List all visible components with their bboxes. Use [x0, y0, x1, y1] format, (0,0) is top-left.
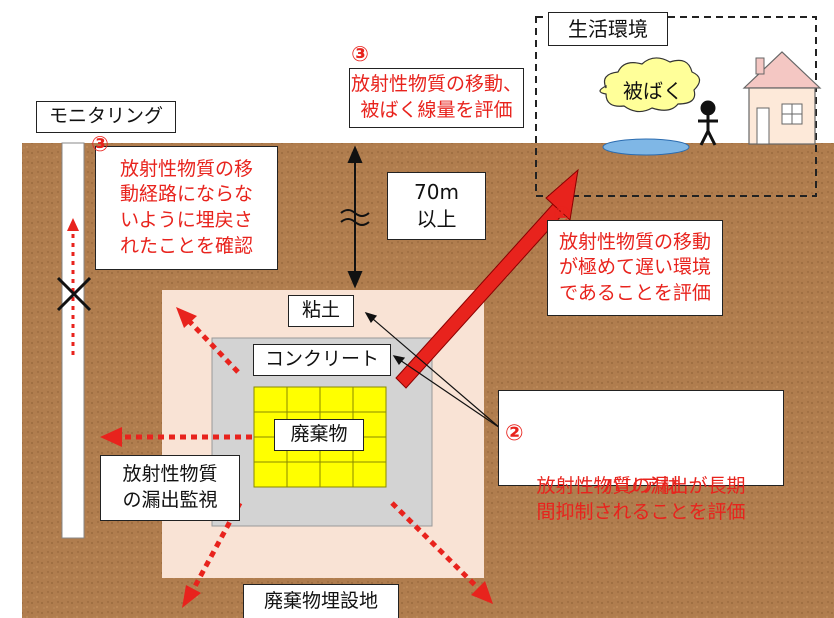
waste-cell [352, 461, 387, 488]
barrier-title: バリア材 [602, 474, 679, 497]
exposure-cloud [599, 57, 701, 113]
clay-label: 粘土 [288, 295, 354, 327]
waste-cell [319, 386, 354, 413]
leak-arrow-left [100, 427, 252, 447]
leak-monitoring-label: 放射性物質 の漏出監視 [100, 455, 240, 521]
leak-arrow-up-left [176, 307, 240, 374]
waste-cell [286, 386, 321, 413]
living-environment-label: 生活環境 [548, 12, 668, 46]
migration-arrow [395, 168, 579, 389]
barrier-pointer-lines [364, 312, 501, 429]
barrier-callout-box: ② バリア材 放射性物質の漏出が長期 間抑制されることを評価 [498, 390, 784, 523]
waste-cell [253, 386, 288, 413]
concrete-label: コンクリート [253, 344, 391, 376]
waste-cell [352, 386, 387, 413]
callout-3-left-number: ③ [91, 132, 109, 156]
blocked-path-x-icon [56, 276, 92, 312]
well-flow-arrowhead [67, 218, 79, 231]
disposal-site-label: 廃棄物埋設地 [243, 584, 399, 618]
waste-label: 廃棄物 [274, 419, 364, 451]
monitoring-label: モニタリング [36, 101, 176, 133]
living-environment-boundary [535, 16, 817, 197]
waste-cell [319, 461, 354, 488]
person-icon [698, 100, 718, 146]
callout-3-top-number: ③ [351, 42, 369, 66]
house-icon [742, 51, 822, 145]
callout-1-box: 放射性物質の移動 が極めて遅い環境 であることを評価 [547, 220, 723, 316]
barrier-description: 放射性物質の漏出が長期 間抑制されることを評価 [536, 475, 746, 523]
depth-label: 70m 以上 [387, 172, 486, 240]
exposure-label: 被ばく [623, 78, 683, 103]
waste-cell [286, 461, 321, 488]
depth-arrow [347, 145, 363, 289]
waste-cell [253, 461, 288, 488]
callout-2-number: ② [505, 420, 524, 446]
depth-break-icon [340, 209, 370, 226]
callout-3-top-box: 放射性物質の移動、 被ばく線量を評価 [349, 68, 524, 128]
leak-arrow-down-right [390, 501, 493, 604]
pond [602, 138, 690, 156]
callout-3-left-box: 放射性物質の移 動経路にならな いように埋戻さ れたことを確認 [95, 146, 278, 270]
monitoring-well [61, 142, 85, 539]
